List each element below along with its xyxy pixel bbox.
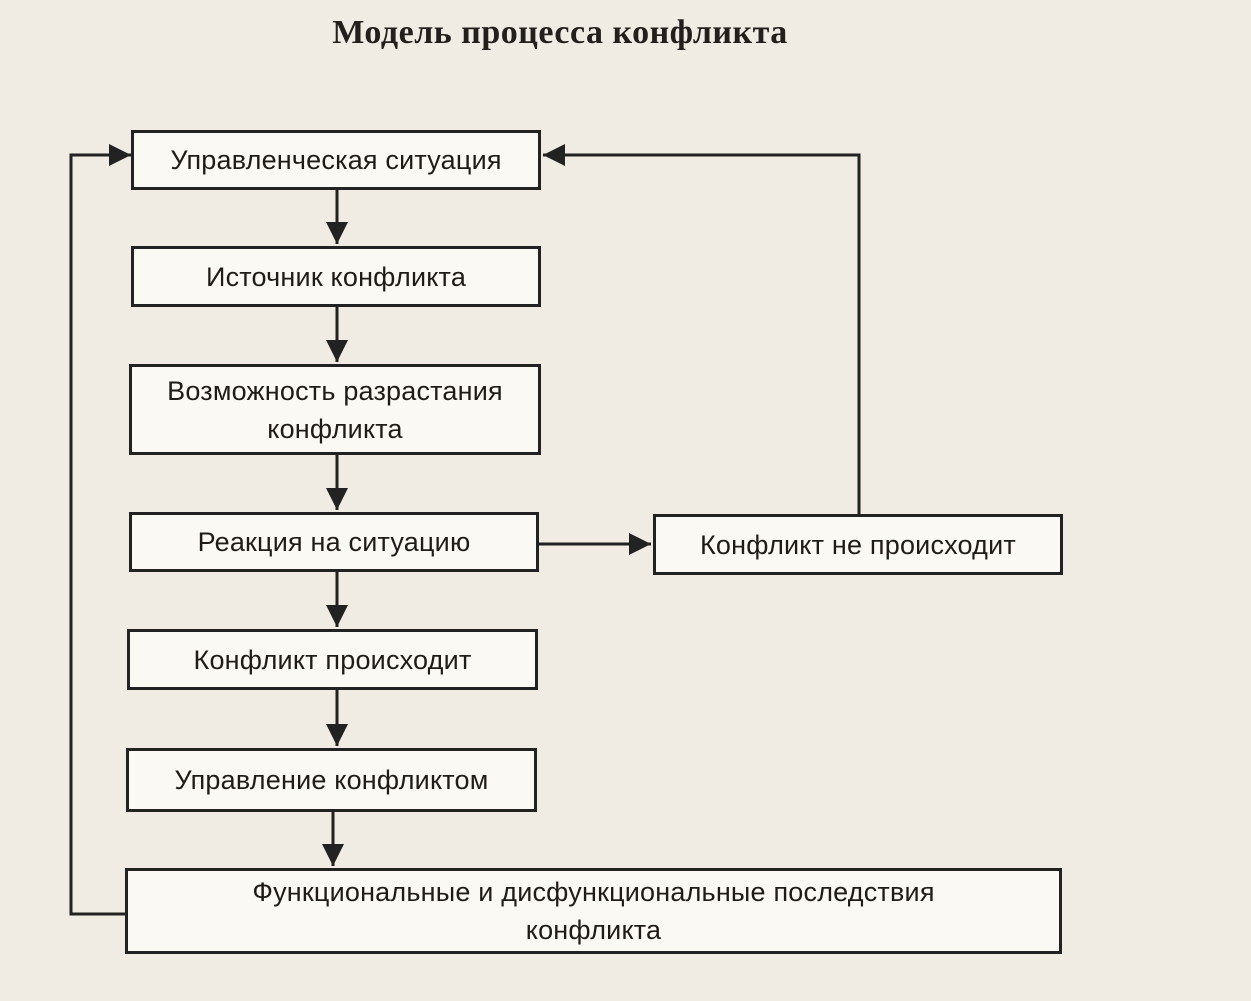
node-conflict-not-occurs: Конфликт не происходит <box>653 514 1063 575</box>
node-label: Возможность разрастания конфликта <box>167 375 503 444</box>
arrow-consequences-to-situation <box>69 144 131 916</box>
node-label: Конфликт происходит <box>193 644 472 675</box>
arrow-not-occurs-to-situation <box>543 144 861 515</box>
node-conflict-occurs: Конфликт происходит <box>127 629 538 690</box>
node-conflict-management: Управление конфликтом <box>126 748 537 812</box>
node-label: Управление конфликтом <box>174 765 489 795</box>
node-label: Функциональные и дисфункциональные после… <box>252 877 935 945</box>
node-label: Управленческая ситуация <box>170 145 502 175</box>
node-label: Реакция на ситуацию <box>197 527 471 557</box>
node-label: Источник конфликта <box>205 261 467 292</box>
diagram-title: Модель процесса конфликта <box>332 14 788 51</box>
node-label: Конфликт не происходит <box>700 529 1016 560</box>
node-reaction: Реакция на ситуацию <box>129 512 539 572</box>
node-management-situation: Управленческая ситуация <box>131 130 541 190</box>
node-consequences: Функциональные и дисфункциональные после… <box>125 868 1062 954</box>
node-conflict-source: Источник конфликта <box>131 246 541 307</box>
node-escalation-possibility: Возможность разрастания конфликта <box>129 364 541 455</box>
